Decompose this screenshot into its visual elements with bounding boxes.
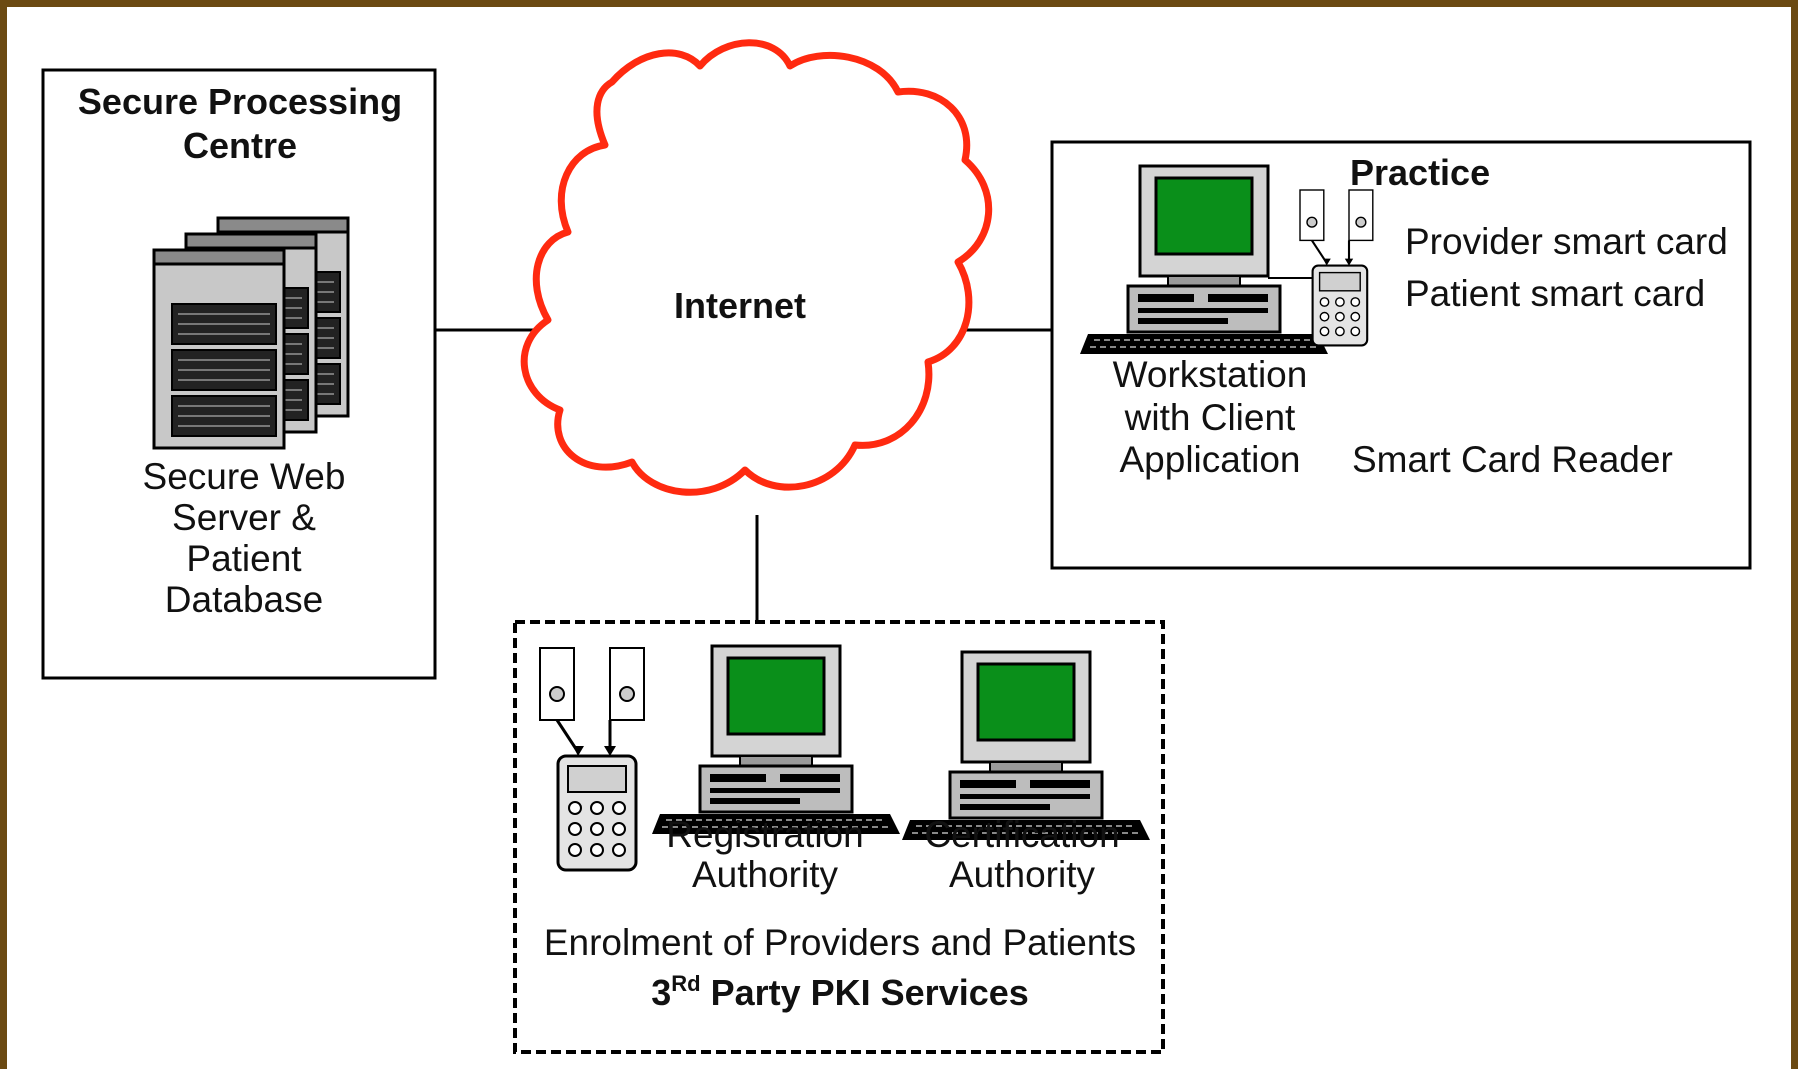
secure-centre-title-line2: Centre: [183, 125, 297, 166]
internet-cloud: [520, 39, 992, 496]
server-caption-line4: Database: [165, 579, 323, 620]
registration-authority-line1: Registration: [666, 814, 863, 855]
server-caption-line3: Patient: [186, 538, 302, 579]
workstation-caption-line3: Application: [1119, 439, 1300, 480]
workstation-caption-line1: Workstation: [1113, 354, 1308, 395]
provider-smart-card-label: Provider smart card: [1405, 221, 1728, 262]
patient-smart-card-label: Patient smart card: [1405, 273, 1705, 314]
pki-services-rest: Party PKI Services: [701, 972, 1029, 1013]
server-caption-line1: Secure Web: [143, 456, 346, 497]
server-caption-line2: Server &: [172, 497, 316, 538]
certification-authority-line2: Authority: [949, 854, 1096, 895]
certification-authority-line1: Certification: [924, 814, 1119, 855]
pki-services-superscript: Rd: [671, 971, 700, 996]
pki-services-number: 3: [651, 972, 671, 1013]
pki-services-title: 3Rd Party PKI Services: [651, 971, 1029, 1013]
enrolment-caption: Enrolment of Providers and Patients: [544, 922, 1136, 963]
internet-label: Internet: [674, 285, 806, 326]
workstation-caption-line2: with Client: [1124, 397, 1296, 438]
server-icon: [152, 216, 350, 450]
secure-centre-title-line1: Secure Processing: [78, 81, 402, 122]
registration-authority-line2: Authority: [692, 854, 839, 895]
practice-title: Practice: [1350, 152, 1490, 193]
smart-card-reader-caption: Smart Card Reader: [1352, 439, 1673, 480]
